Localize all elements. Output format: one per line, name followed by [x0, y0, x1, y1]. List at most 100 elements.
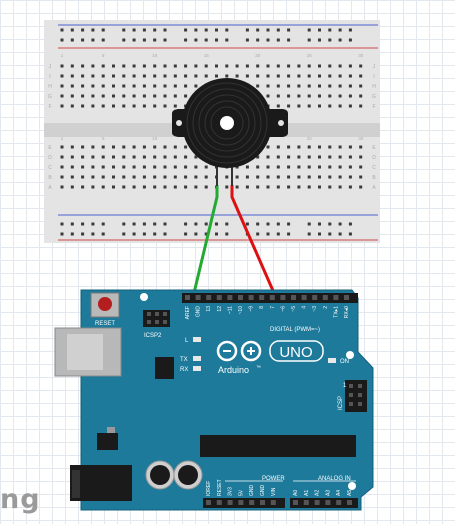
power-pin[interactable] — [216, 500, 222, 505]
breadboard-hole — [328, 94, 332, 98]
breadboard-hole — [287, 94, 291, 98]
breadboard-hole — [307, 145, 311, 149]
digital-pin[interactable] — [312, 295, 318, 300]
breadboard-hole — [204, 165, 208, 169]
digital-pin[interactable] — [248, 295, 254, 300]
breadboard-hole — [194, 84, 198, 88]
breadboard-hole — [359, 155, 363, 159]
analog-pin[interactable] — [347, 500, 352, 505]
breadboard-hole — [266, 165, 270, 169]
rail-hole — [204, 232, 208, 236]
digital-pin[interactable] — [195, 295, 201, 300]
rail-hole — [60, 28, 64, 32]
digital-pin[interactable] — [227, 295, 233, 300]
reset-button-cap[interactable] — [98, 297, 112, 311]
rail-hole — [348, 222, 352, 226]
breadboard-hole — [163, 165, 167, 169]
breadboard-hole — [287, 104, 291, 108]
breadboard-hole — [122, 104, 126, 108]
analog-pin[interactable] — [303, 500, 309, 505]
rx-led — [193, 366, 201, 371]
digital-pin[interactable] — [206, 295, 212, 300]
breadboard-row-letter: G — [372, 94, 376, 100]
breadboard-hole — [142, 185, 146, 189]
digital-pin[interactable] — [216, 295, 222, 300]
digital-pin[interactable] — [322, 295, 328, 300]
breadboard-hole — [153, 74, 157, 78]
analog-pin[interactable] — [293, 500, 298, 505]
analog-pin[interactable] — [314, 500, 320, 505]
digital-pin[interactable] — [238, 295, 243, 300]
digital-label: DIGITAL (PWM=~) — [270, 327, 320, 333]
rail-hole — [153, 28, 157, 32]
dc-jack-front — [72, 470, 80, 498]
power-pin[interactable] — [206, 500, 211, 505]
tx-label: TX — [180, 357, 188, 363]
digital-pin[interactable] — [291, 295, 296, 300]
breadboard-hole — [348, 94, 352, 98]
mount-hole — [346, 351, 354, 359]
digital-pin[interactable] — [185, 295, 190, 300]
breadboard-hole — [60, 84, 64, 88]
breadboard-hole — [101, 185, 105, 189]
rail-hole — [225, 28, 229, 32]
breadboard-hole — [70, 64, 74, 68]
rail-hole — [245, 28, 249, 32]
rail-hole — [287, 28, 291, 32]
breadboard-hole — [318, 165, 321, 169]
digital-pin[interactable] — [259, 295, 265, 300]
rail-hole — [101, 222, 105, 226]
buzzer-ring — [186, 82, 268, 164]
breadboard-hole — [60, 64, 64, 68]
breadboard-hole — [142, 155, 146, 159]
breadboard-hole — [184, 94, 188, 98]
breadboard-hole — [184, 185, 188, 189]
breadboard-hole — [81, 94, 85, 98]
breadboard-column-number: 25 — [307, 53, 313, 58]
digital-pin-label: RX◂0 — [344, 306, 350, 318]
breadboard-hole — [70, 165, 74, 169]
breadboard-hole — [359, 165, 363, 169]
power-pin[interactable] — [249, 500, 255, 505]
rail-hole — [276, 28, 280, 32]
breadboard-hole — [307, 185, 311, 189]
breadboard-hole — [215, 64, 218, 68]
atmega-chip — [200, 435, 356, 457]
digital-pin-holes — [185, 295, 349, 300]
rail-hole — [318, 28, 321, 32]
breadboard-hole — [194, 175, 198, 179]
power-pin[interactable] — [260, 500, 265, 505]
power-pin[interactable] — [227, 500, 233, 505]
breadboard-hole — [112, 74, 115, 78]
digital-pin[interactable] — [301, 295, 307, 300]
power-pin[interactable] — [238, 500, 244, 505]
rail-hole — [256, 222, 260, 226]
breadboard-row-letter: C — [372, 165, 376, 171]
breadboard-hole — [359, 94, 363, 98]
rail-hole — [142, 232, 146, 236]
analog-pin[interactable] — [325, 500, 331, 505]
digital-pin[interactable] — [344, 295, 349, 300]
digital-pin[interactable] — [333, 295, 339, 300]
rail-hole — [256, 38, 260, 42]
analog-pin[interactable] — [336, 500, 342, 505]
breadboard-hole — [266, 175, 270, 179]
breadboard-hole — [153, 104, 157, 108]
breadboard-hole — [184, 145, 188, 149]
breadboard-hole — [235, 175, 239, 179]
breadboard-hole — [132, 104, 136, 108]
digital-pin[interactable] — [280, 295, 286, 300]
breadboard-column-number: 1 — [61, 136, 64, 141]
breadboard-hole — [60, 94, 64, 98]
breadboard-hole — [163, 175, 167, 179]
power-label: POWER — [262, 476, 285, 482]
breadboard-hole — [359, 74, 363, 78]
breadboard-hole — [184, 84, 188, 88]
power-pin[interactable] — [270, 500, 276, 505]
breadboard-hole — [235, 74, 239, 78]
breadboard-hole — [338, 94, 342, 98]
breadboard-row-letter: B — [48, 175, 52, 181]
rail-hole — [184, 222, 188, 226]
digital-pin[interactable] — [269, 295, 275, 300]
